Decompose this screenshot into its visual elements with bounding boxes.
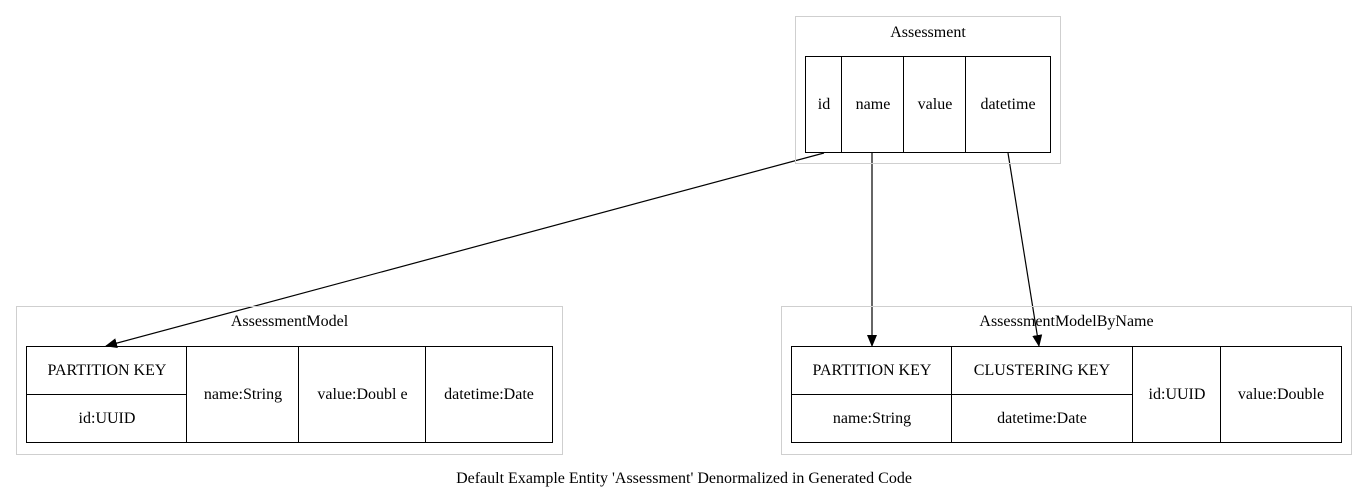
- assessment-model-field-value: value:Doubl e: [317, 385, 408, 403]
- by-name-clustering-key-value: datetime:Date: [997, 409, 1087, 427]
- by-name-clustering-key-header: CLUSTERING KEY: [973, 362, 1111, 379]
- assessment-record: id name value datetime: [805, 56, 1051, 153]
- by-name-field-value: value:Double: [1237, 385, 1325, 403]
- assessment-model-by-name-title: AssessmentModelByName: [979, 313, 1154, 330]
- assessment-field-id: id: [817, 95, 831, 113]
- assessment-model-record: PARTITION KEY id:UUID name:String value:…: [26, 346, 553, 443]
- edge-id-to-partition-key: [105, 152, 825, 348]
- by-name-partition-key-header: PARTITION KEY: [812, 362, 932, 379]
- assessment-model-by-name-record: PARTITION KEY name:String CLUSTERING KEY…: [791, 346, 1342, 443]
- assessment-model-cluster: AssessmentModel: [16, 306, 563, 455]
- assessment-model-partition-key-value: id:UUID: [78, 409, 136, 427]
- assessment-model-field-datetime: datetime:Date: [444, 385, 534, 403]
- assessment-model-field-name: name:String: [203, 385, 283, 403]
- assessment-title: Assessment: [890, 24, 966, 41]
- edge-datetime-to-clustering-key: [1007, 152, 1043, 347]
- by-name-field-id: id:UUID: [1148, 385, 1206, 403]
- assessment-field-name: name: [855, 95, 891, 113]
- assessment-field-datetime: datetime: [980, 95, 1036, 113]
- by-name-partition-key-value: name:String: [832, 409, 912, 427]
- diagram-caption: Default Example Entity 'Assessment' Deno…: [456, 470, 912, 487]
- assessment-model-title: AssessmentModel: [230, 313, 349, 330]
- assessment-model-by-name-cluster: AssessmentModelByName: [781, 306, 1352, 455]
- assessment-cluster: Assessment: [795, 16, 1061, 164]
- assessment-model-partition-key-header: PARTITION KEY: [47, 362, 167, 379]
- assessment-field-value: value: [917, 95, 953, 113]
